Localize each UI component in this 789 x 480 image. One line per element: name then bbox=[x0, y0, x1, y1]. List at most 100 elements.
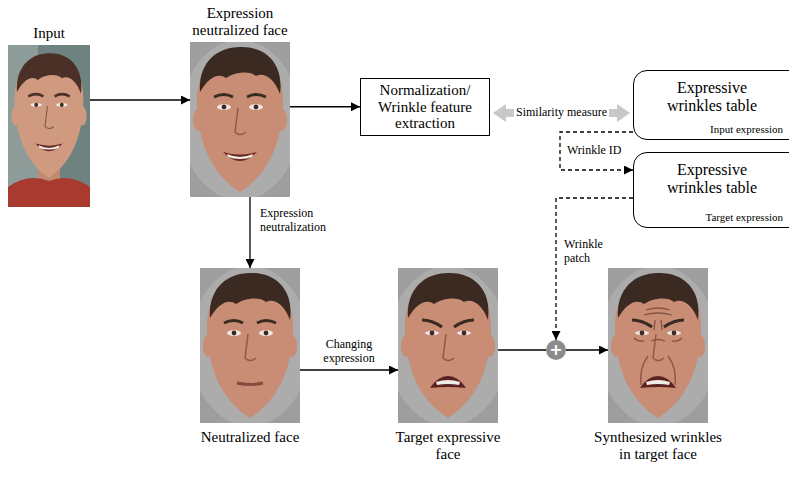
figure-path bbox=[653, 334, 664, 361]
flow-arrow bbox=[566, 349, 608, 350]
figure-path bbox=[17, 53, 82, 93]
figure-circle bbox=[462, 331, 467, 336]
figure-circle bbox=[232, 331, 237, 336]
figure-path bbox=[245, 334, 256, 361]
figure-ellipse bbox=[217, 104, 231, 110]
sum-circle: + bbox=[546, 340, 566, 360]
table-subtitle: Target expression bbox=[705, 211, 783, 224]
image-caption: Target expressive face bbox=[395, 429, 501, 464]
figure-svg bbox=[8, 45, 90, 207]
figure-g bbox=[11, 53, 86, 178]
figure-ellipse bbox=[635, 331, 649, 335]
flow-arrow bbox=[290, 106, 360, 107]
figure-path bbox=[618, 273, 699, 320]
figure-path bbox=[668, 356, 675, 385]
figure-path bbox=[35, 144, 62, 152]
process-box: Normalization/ Wrinkle feature extractio… bbox=[360, 78, 490, 136]
figure-path bbox=[641, 356, 648, 385]
figure-path bbox=[454, 320, 474, 327]
figure-svg bbox=[200, 268, 300, 423]
figure-path bbox=[661, 320, 662, 330]
figure-circle bbox=[430, 331, 435, 336]
table-box: Expressive wrinkles tableInput expressio… bbox=[633, 70, 789, 140]
edge-label: Wrinkle ID bbox=[565, 144, 624, 158]
figure-path bbox=[39, 145, 60, 149]
figure-circle bbox=[264, 331, 269, 336]
figure-circle bbox=[222, 105, 227, 110]
face-image: Synthesized wrinkles in target face bbox=[608, 268, 708, 423]
figure-path bbox=[634, 338, 644, 341]
figure-path bbox=[224, 321, 243, 324]
figure-svg bbox=[608, 268, 708, 423]
figure-path bbox=[214, 95, 233, 98]
flow-arrow bbox=[300, 369, 398, 370]
sum-symbol: + bbox=[546, 340, 566, 360]
figure-ellipse bbox=[608, 268, 708, 423]
figure-svg bbox=[398, 268, 498, 423]
figure-ellipse bbox=[31, 103, 42, 107]
figure-svg bbox=[190, 42, 290, 197]
figure-circle bbox=[640, 331, 645, 336]
figure-ellipse bbox=[249, 104, 263, 110]
figure-path bbox=[408, 273, 489, 320]
edge-label: Wrinkle patch bbox=[562, 238, 612, 266]
figure-path bbox=[235, 108, 246, 135]
face-image: Expression neutralized face bbox=[190, 42, 290, 197]
figure-path bbox=[223, 152, 257, 161]
figure-circle bbox=[60, 103, 64, 107]
figure-ellipse bbox=[56, 103, 67, 107]
figure-path bbox=[237, 383, 263, 385]
face-image: Input bbox=[8, 45, 90, 207]
table-heading: Expressive wrinkles table bbox=[656, 161, 768, 198]
figure-rect bbox=[8, 45, 90, 207]
figure-path bbox=[247, 95, 266, 98]
figure-path bbox=[436, 380, 460, 385]
figure-path bbox=[632, 320, 652, 327]
figure-circle bbox=[672, 331, 677, 336]
face-image: Neutralized face bbox=[200, 268, 300, 423]
image-caption: Input bbox=[14, 25, 84, 42]
table-box: Expressive wrinkles tableTarget expressi… bbox=[633, 152, 789, 228]
figure-path bbox=[210, 273, 291, 320]
figure-path bbox=[28, 94, 43, 96]
figure-circle bbox=[254, 105, 259, 110]
figure-path bbox=[651, 340, 665, 342]
image-caption: Synthesized wrinkles in target face bbox=[590, 429, 726, 464]
figure-path bbox=[45, 106, 54, 129]
edge-label: Changing expression bbox=[312, 338, 386, 366]
face-image: Target expressive face bbox=[398, 268, 498, 423]
figure-path bbox=[8, 178, 90, 207]
box-text: Normalization/ Wrinkle feature extractio… bbox=[365, 82, 485, 132]
figure-ellipse bbox=[227, 330, 241, 336]
flow-arrow bbox=[90, 99, 190, 100]
figure-path bbox=[672, 338, 682, 341]
figure-path bbox=[422, 320, 442, 327]
figure-path bbox=[430, 376, 466, 388]
figure-path bbox=[644, 313, 672, 315]
figure-circle bbox=[34, 103, 38, 107]
figure-ellipse bbox=[667, 331, 681, 335]
figure-path bbox=[257, 321, 276, 324]
figure-path bbox=[200, 47, 281, 94]
figure-path bbox=[664, 320, 684, 327]
flow-arrow bbox=[498, 349, 546, 350]
double-arrow bbox=[493, 104, 630, 122]
figure-path bbox=[654, 320, 655, 330]
flow-arrow bbox=[249, 197, 250, 268]
figure-path bbox=[227, 154, 253, 159]
edge-label: Similarity measure bbox=[514, 106, 609, 120]
edge-label: Expression neutralization bbox=[258, 207, 342, 235]
figure-ellipse bbox=[200, 268, 300, 423]
image-caption: Expression neutralized face bbox=[183, 5, 297, 40]
dashed-arrow bbox=[560, 132, 633, 170]
figure-path bbox=[55, 94, 70, 96]
figure-path bbox=[443, 334, 454, 361]
figure-path bbox=[646, 308, 670, 310]
image-caption: Neutralized face bbox=[188, 429, 312, 446]
figure-ellipse bbox=[425, 331, 439, 335]
figure-path bbox=[646, 380, 670, 385]
figure-ellipse bbox=[457, 331, 471, 335]
figure-path bbox=[640, 376, 676, 388]
figure-ellipse bbox=[190, 42, 290, 197]
table-heading: Expressive wrinkles table bbox=[656, 79, 768, 116]
